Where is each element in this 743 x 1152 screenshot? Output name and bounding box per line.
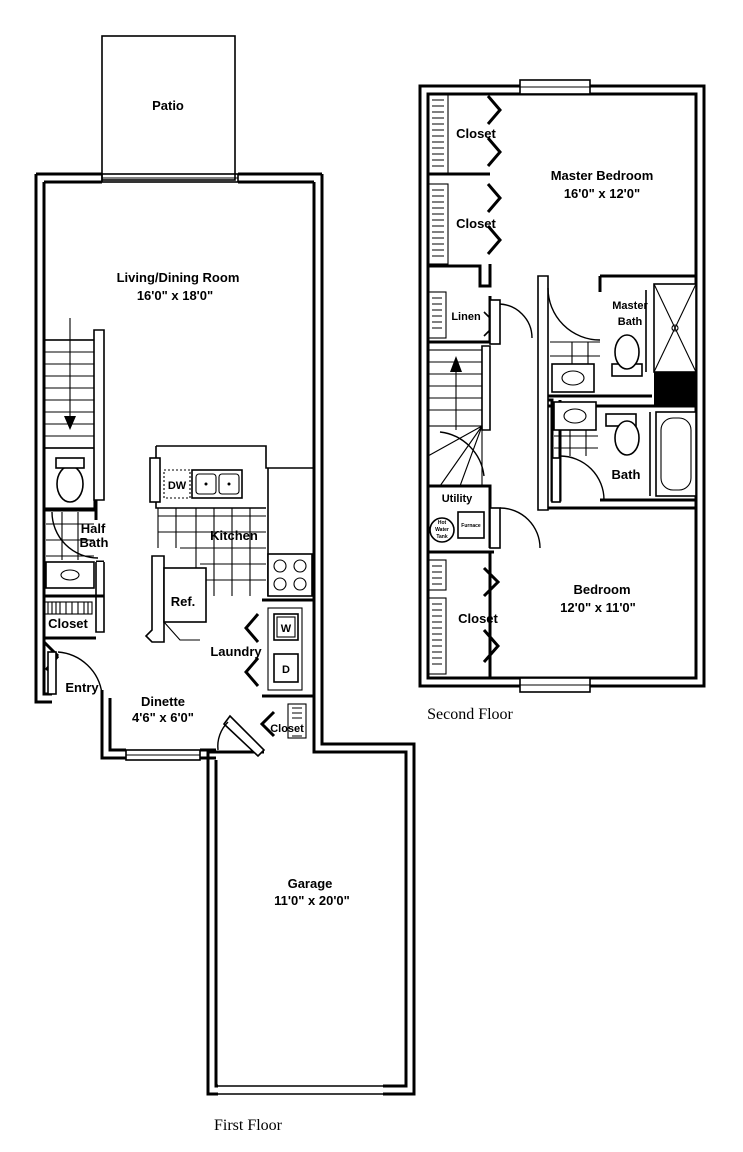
closet-2-label: Closet [456, 216, 496, 231]
laundry-closet-label: Closet [270, 723, 304, 735]
washer-label: W [281, 623, 292, 635]
bath-sink-icon [553, 401, 597, 431]
entry-label: Entry [65, 680, 99, 695]
utility: Utility Hot Water Tank Furnace [428, 484, 541, 554]
half-bath-label-1: Half [81, 521, 106, 536]
garage-left-wall [206, 750, 264, 1096]
entry-closet: Closet [43, 601, 96, 640]
bath-toilet-icon [614, 420, 640, 456]
living-dining-room: Living/Dining Room 16'0" x 18'0" [117, 270, 240, 303]
master-bedroom: Master Bedroom 16'0" x 12'0" [551, 168, 654, 201]
furnace [457, 511, 485, 539]
half-bath-label-2: Bath [80, 535, 109, 550]
patio-label: Patio [152, 98, 184, 113]
kitchen: DW Kitchen Ref. [144, 445, 314, 643]
dinette-wall-inner [108, 698, 216, 752]
closet-1-label: Closet [456, 126, 496, 141]
arrow-down-icon [64, 416, 76, 430]
master-bedroom-label: Master Bedroom [551, 168, 654, 183]
garage-size: 11'0" x 20'0" [274, 893, 350, 908]
linen-label: Linen [451, 311, 481, 323]
bath: Bath [548, 401, 697, 510]
svg-text:Hot: Hot [438, 520, 447, 526]
bedroom-closet-label: Closet [458, 611, 498, 626]
refrigerator [163, 567, 207, 623]
dishwasher [163, 469, 191, 499]
first-floor: Patio [34, 35, 416, 1134]
bathtub-icon [655, 411, 697, 497]
bedroom-closet: Closet [427, 552, 501, 678]
patio-outline [101, 35, 236, 181]
linen-cabinet [654, 372, 696, 406]
dinette-label: Dinette [141, 694, 185, 709]
entry: Entry [42, 640, 103, 695]
bedroom: Bedroom 12'0" x 11'0" [560, 582, 636, 615]
bedroom-size: 12'0" x 11'0" [560, 600, 636, 615]
kitchen-label: Kitchen [210, 528, 258, 543]
garage-entry-door [222, 714, 266, 758]
living-room-size: 16'0" x 18'0" [137, 288, 213, 303]
left-wall [34, 174, 52, 704]
refrigerator-label: Ref. [171, 594, 196, 609]
master-toilet-icon [614, 334, 640, 370]
laundry-closet: Closet [259, 703, 307, 739]
first-floor-walls [34, 172, 416, 1096]
half-bath: Half Bath [43, 447, 109, 633]
bath-label: Bath [612, 467, 641, 482]
washer [273, 613, 299, 641]
sink-icon [45, 561, 95, 589]
second-floor: Closet Closet Master Bedroom 16'0" x 12'… [418, 79, 706, 723]
garage: Garage 11'0" x 20'0" [274, 876, 350, 908]
dishwasher-label: DW [168, 480, 187, 492]
entry-closet-label: Closet [48, 616, 88, 631]
right-wall [320, 174, 416, 1096]
master-bath-label-2: Bath [618, 316, 643, 328]
right-wall-inner [312, 182, 408, 1088]
first-floor-label: First Floor [214, 1117, 283, 1134]
living-room-label: Living/Dining Room [117, 270, 240, 285]
master-closets: Closet Closet [427, 93, 502, 288]
dinette-size: 4'6" x 6'0" [132, 710, 194, 725]
dryer [273, 653, 299, 683]
svg-text:Tank: Tank [436, 534, 448, 540]
dryer-label: D [282, 664, 290, 676]
svg-text:Furnace: Furnace [461, 523, 481, 529]
toilet-icon [56, 465, 84, 503]
garage-left-wall-inner [214, 760, 218, 1088]
dinette: Dinette 4'6" x 6'0" [132, 694, 266, 758]
second-floor-label: Second Floor [427, 706, 513, 723]
patio: Patio [101, 35, 236, 181]
master-bath: Master Bath [547, 274, 697, 406]
bedroom-label: Bedroom [573, 582, 630, 597]
stove-icon [267, 553, 313, 597]
second-floor-walls [418, 79, 706, 693]
laundry: W D Laundry [210, 598, 314, 698]
master-sink-icon [551, 363, 595, 393]
master-bath-label-1: Master [612, 300, 648, 312]
svg-text:Water: Water [435, 527, 449, 533]
dinette-wall [100, 690, 216, 760]
stairs-second-floor [427, 345, 491, 487]
master-bedroom-size: 16'0" x 12'0" [564, 186, 640, 201]
kitchen-sink-icon [191, 469, 243, 499]
laundry-label: Laundry [210, 644, 262, 659]
entry-door-swing [57, 651, 103, 695]
linen-closet: Linen [427, 291, 533, 345]
arrow-up-icon [450, 356, 462, 372]
utility-label: Utility [442, 493, 473, 505]
garage-label: Garage [288, 876, 333, 891]
water-heater [429, 517, 455, 543]
